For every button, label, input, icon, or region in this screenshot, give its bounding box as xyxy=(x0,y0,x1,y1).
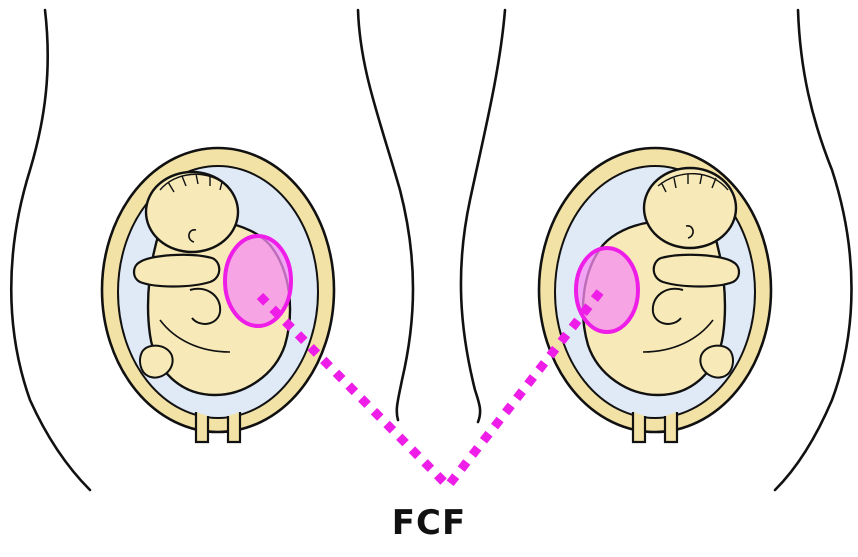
left-fetus-arm xyxy=(134,255,219,287)
fcf-label: FCF xyxy=(0,503,858,543)
right-abdomen-outer-curve xyxy=(775,10,852,490)
right-abdomen-inner-curve xyxy=(461,10,505,422)
right-uterus-group xyxy=(539,148,771,442)
right-fetus-foot xyxy=(700,346,733,378)
left-uterus-group xyxy=(102,148,334,442)
right-fetus-arm xyxy=(654,255,739,287)
left-abdomen-inner-curve xyxy=(358,10,413,420)
left-abdomen-outer-curve xyxy=(11,10,90,490)
right-fetus-head xyxy=(644,168,736,248)
right-fetal-heart-zone xyxy=(576,248,638,332)
left-fetus-foot xyxy=(140,346,173,378)
